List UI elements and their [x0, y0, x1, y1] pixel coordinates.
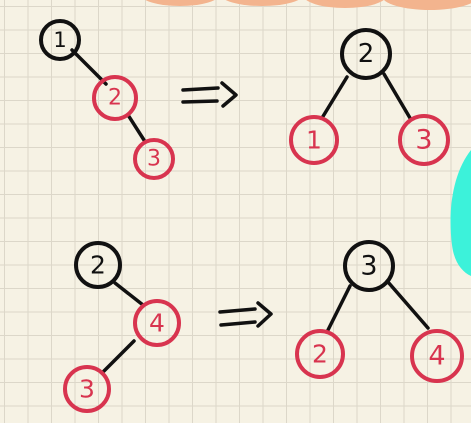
arrow-shape	[181, 81, 238, 108]
node-label: 4	[428, 341, 445, 372]
node-circle	[340, 28, 392, 80]
node-label: 2	[358, 39, 375, 69]
tree-node: 2	[295, 329, 345, 379]
edge	[382, 72, 412, 120]
diagram-2-before: 2 4 3	[63, 241, 181, 413]
node-label: 2	[108, 86, 122, 111]
tree-node: 3	[398, 114, 450, 166]
node-label: 2	[312, 340, 328, 369]
tree-node: 4	[410, 329, 464, 383]
tree-node: 2	[92, 75, 138, 121]
node-label: 3	[360, 251, 377, 282]
edge	[326, 284, 352, 332]
tree-node: 2	[340, 28, 392, 80]
node-circle	[74, 241, 122, 289]
node-circle	[398, 114, 450, 166]
node-label: 3	[415, 125, 432, 156]
node-circle	[289, 115, 339, 165]
node-circle	[133, 299, 181, 347]
top-blob-4	[384, 0, 471, 10]
transform-arrow	[181, 81, 238, 108]
diagram-2-after: 3 2 4	[295, 240, 464, 383]
diagram-1-after: 2 1 3	[289, 28, 450, 166]
top-blob-3	[306, 0, 384, 8]
node-label: 3	[79, 375, 95, 404]
diagram-1-before: 1 2 3	[39, 19, 175, 180]
top-blob-2	[225, 0, 299, 6]
node-circle	[295, 329, 345, 379]
node-circle	[133, 138, 175, 180]
edge	[70, 48, 108, 86]
transform-arrow	[218, 301, 273, 328]
top-blob-1	[145, 0, 215, 6]
node-label: 2	[90, 251, 106, 280]
edge	[113, 281, 145, 307]
node-label: 3	[147, 147, 161, 172]
top-decoration	[145, 0, 471, 10]
tree-node: 3	[63, 365, 111, 413]
node-label: 4	[149, 309, 165, 338]
arrow-shape	[218, 301, 273, 328]
edge	[100, 339, 136, 375]
tree-node: 1	[39, 19, 81, 61]
tree-node: 3	[133, 138, 175, 180]
node-circle	[63, 365, 111, 413]
node-circle	[39, 19, 81, 61]
tree-node: 2	[74, 241, 122, 289]
edge	[126, 113, 146, 142]
tree-node: 3	[343, 240, 395, 292]
edge	[386, 280, 430, 330]
tree-node: 1	[289, 115, 339, 165]
node-label: 1	[53, 28, 66, 52]
node-circle	[92, 75, 138, 121]
side-decoration	[450, 150, 471, 276]
node-label: 1	[306, 126, 322, 155]
edge	[320, 75, 349, 120]
node-circle	[343, 240, 395, 292]
node-circle	[410, 329, 464, 383]
tree-node: 4	[133, 299, 181, 347]
